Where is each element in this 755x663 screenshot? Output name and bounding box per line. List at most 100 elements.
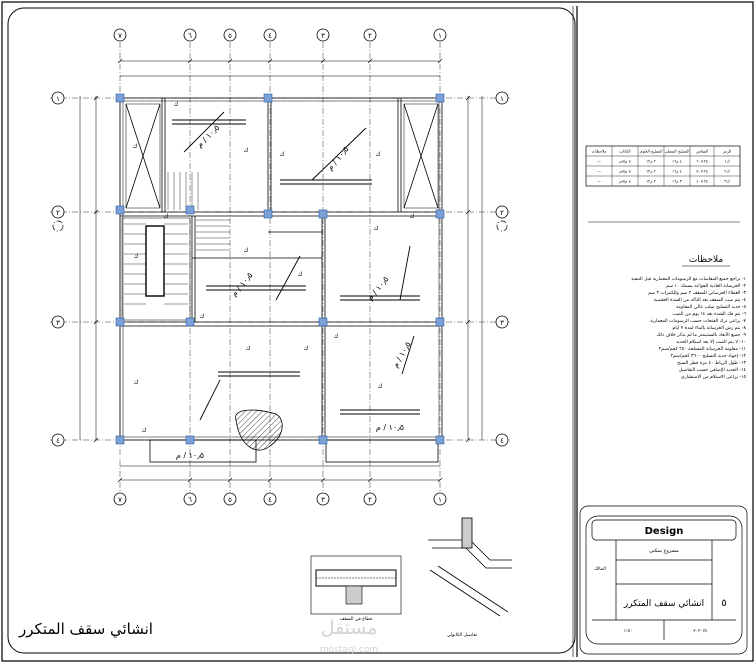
axis-bubble (263, 28, 277, 42)
column (263, 209, 273, 219)
beam-tag: ك (280, 151, 285, 158)
table-cell: ٤ م١٦ (672, 159, 682, 164)
axis-label: ٢ (56, 209, 60, 217)
rebar-lines (160, 111, 420, 441)
axis-bubble (363, 28, 377, 42)
table-cell: ك٢ (724, 169, 729, 174)
beam-tag: ك (410, 213, 415, 220)
axis-label: ٤ (56, 437, 60, 445)
axis-label: ٧ (118, 496, 122, 504)
beam-tag: ك (246, 345, 251, 352)
axis-bubble (51, 315, 65, 329)
note-item: ٦- يتم فك الشدة بعد ١٤ يوم من الصب (672, 312, 746, 317)
slab-label: ١٠٫٥ / م (376, 423, 404, 432)
beam-tag: ك (378, 383, 383, 390)
design-label: Design (645, 526, 684, 537)
scale-value: ١:٥٠ (624, 629, 633, 634)
table-cell: ٥ م٨/م (619, 159, 630, 164)
column (185, 435, 195, 445)
table-cell: ٢ م١٢ (646, 159, 656, 164)
column (435, 93, 445, 103)
axis-bubble (495, 315, 509, 329)
axis-label: ٣ (500, 319, 504, 327)
slab-label: ١٠٫٥ / م (326, 145, 351, 172)
sheet-number: ٥ (721, 598, 726, 609)
axis-bubble (223, 492, 237, 506)
note-item: ٥- حديد التسليح صلب عالي المقاومة (676, 305, 746, 310)
column (318, 435, 328, 445)
axis-label: ٦ (188, 496, 192, 504)
section-detail-right (428, 517, 512, 617)
note-item: ١- تراجع جميع المقاسات مع الرسومات المعم… (631, 277, 746, 282)
table-cell: ٣ م١٦ (672, 179, 682, 184)
axis-label: ٣ (321, 496, 325, 504)
project-label: مشروع سكني (649, 548, 679, 554)
axis-bubble (495, 91, 509, 105)
beam-tag: ك (376, 151, 381, 158)
axis-bubble (363, 492, 377, 506)
table-header-cell: الرمز (722, 149, 731, 154)
table-cell: ك٣ (724, 179, 729, 184)
beam-tag: ك (304, 345, 309, 352)
rebar-diagonal (399, 245, 411, 301)
rebar-diagonal (199, 379, 221, 421)
table-cell: — (597, 169, 601, 174)
axis-bubble (113, 28, 127, 42)
column (263, 93, 273, 103)
table-header-cell: التسليح العلوي (639, 149, 662, 154)
note-item: ٨- يتم رش الخرسانة بالماء لمدة ٧ أيام (672, 326, 746, 331)
axis-bubble (51, 91, 65, 105)
note-item: ١٣- طول الرباط ٤٠ مرة قطر السيخ (677, 361, 746, 366)
axis-bubble (183, 492, 197, 506)
axis-label: ٢ (368, 32, 372, 40)
table-cell: ٥ م٨/م (619, 169, 630, 174)
axis-bubble (316, 492, 330, 506)
floor-plan (119, 97, 443, 463)
axis-label: ٧ (118, 32, 122, 40)
table-cell: ٥ م٨/م (619, 179, 630, 184)
beam-tag: ك (374, 225, 379, 232)
axis-label: ٢ (368, 496, 372, 504)
axis-label: ١ (500, 95, 504, 103)
drawing-area-frame (7, 7, 576, 654)
slab-label: ١٠٫٥ / م (176, 451, 204, 460)
column (435, 317, 445, 327)
axis-bubble (433, 28, 447, 42)
axis-bubble (113, 492, 127, 506)
axis-label: ٤ (268, 32, 272, 40)
axis-bubble (495, 205, 509, 219)
axis-label: ٥ (228, 32, 232, 40)
column (318, 209, 328, 219)
axis-bubble (316, 28, 330, 42)
beam-tag: ك (142, 427, 147, 434)
axis-label: ٦ (188, 32, 192, 40)
note-item: ١٥- يراعى الاستلام من الاستشاري (680, 375, 746, 380)
axis-bubble (433, 492, 447, 506)
note-item: ٩- جميع الأبعاد بالسنتيمتر ما لم يذكر خل… (656, 333, 746, 338)
note-item: ٢- الخرسانة العادية للقواعد بسمك ١٠ سم (666, 284, 746, 289)
table-cell: — (597, 179, 601, 184)
beam-tag: ك (174, 101, 179, 108)
column (115, 205, 125, 215)
beam-tag: ك (244, 147, 249, 154)
rebar-diagonal (183, 111, 225, 153)
beam-tag: ك (200, 313, 205, 320)
table-header-cell: ملاحظات (592, 149, 607, 154)
table-header-cell: التسليح السفلي (665, 149, 690, 154)
beam-tag: ك (298, 271, 303, 278)
rebar-diagonal (311, 127, 367, 181)
beam-tag: ك (164, 213, 169, 220)
column (435, 435, 445, 445)
axis-label: ٥ (228, 496, 232, 504)
note-item: ١٠- لا يتم الصب إلا بعد استلام الحديد (676, 340, 746, 345)
table-cell: — (597, 159, 601, 164)
plan-labels: ١٠٫٥ / م١٠٫٥ / م١٠٫٥ / م١٠٫٥ / م١٠٫٥ / م… (133, 101, 415, 460)
column (115, 317, 125, 327)
column (185, 205, 195, 215)
table-cell: ك١ (724, 159, 729, 164)
section-detail-left (310, 555, 402, 615)
slab-label: ١٠٫٥ / م (230, 271, 255, 298)
